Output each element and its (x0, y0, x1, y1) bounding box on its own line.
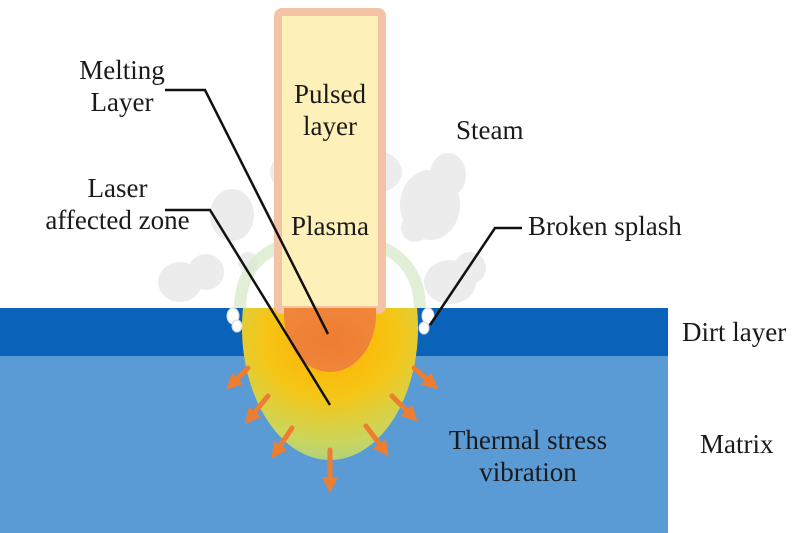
thermal-stress-vibration-label: Thermal stress vibration (430, 424, 626, 488)
laser-affected-zone-label-line2: affected zone (45, 205, 190, 235)
broken-splash-leader (428, 226, 522, 326)
laser-affected-zone (241, 308, 419, 460)
plasma-label: Plasma (291, 211, 369, 241)
pulsed-layer-label: Pulsed layer (280, 78, 380, 142)
melting-layer-leader (165, 88, 330, 335)
melt-pool (283, 308, 377, 372)
steam-label: Steam (456, 115, 524, 145)
pulsed-layer-label-line1: Pulsed (293, 79, 366, 109)
laser-affected-zone-label-line1: Laser (87, 173, 148, 203)
laser-affected-zone-leader (165, 208, 332, 406)
pulsed-layer-label-line2: layer (303, 111, 357, 141)
broken-splash-particles (226, 307, 435, 335)
melting-layer-label: Melting Layer (62, 54, 182, 118)
thermal-stress-vibration-label-line1: Thermal stress (448, 425, 608, 455)
matrix-label: Matrix (700, 429, 774, 459)
thermal-stress-vibration-label-line2: vibration (479, 457, 577, 487)
broken-splash-label: Broken splash (528, 211, 682, 241)
laser-affected-zone-label: Laser affected zone (30, 172, 205, 236)
melting-layer-label-line2: Layer (90, 87, 154, 117)
dirt-layer-label: Dirt layer (682, 317, 787, 347)
melting-layer-label-line1: Melting (79, 55, 165, 85)
thermal-stress-arrows (226, 365, 438, 494)
